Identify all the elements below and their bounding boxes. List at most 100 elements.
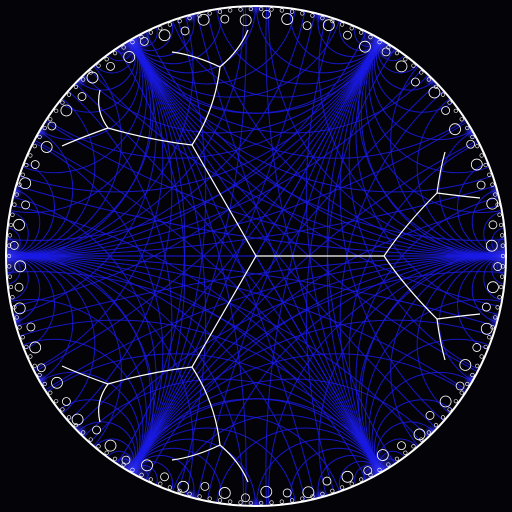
fan-line <box>34 39 382 373</box>
rim-microcell <box>320 491 325 497</box>
fan-line <box>6 255 74 381</box>
fan-line <box>6 39 152 262</box>
rim-microcell <box>130 39 135 45</box>
fan-line <box>206 255 506 502</box>
rim-cell <box>77 92 87 101</box>
fan-line <box>6 16 194 257</box>
rim-microcell <box>433 84 439 90</box>
rim-microcell <box>96 444 101 449</box>
fan-line <box>130 6 256 74</box>
rim-cell <box>14 260 27 273</box>
rim-microcell <box>28 153 33 158</box>
fan-line <box>268 6 506 257</box>
tiling-edge <box>383 192 438 257</box>
fan-line <box>67 39 173 422</box>
rim-microcell <box>394 456 400 461</box>
rim-cell <box>302 21 312 30</box>
rim-microcell <box>475 144 480 149</box>
rim-cell <box>36 363 46 373</box>
rim-cell <box>21 200 30 210</box>
rim-microcell <box>28 354 33 359</box>
rim-cell <box>104 439 117 452</box>
fan-line <box>130 6 247 473</box>
tiling-edge <box>436 318 446 361</box>
fan-line <box>130 39 247 506</box>
rim-cell <box>106 61 115 71</box>
rim-microcell <box>386 45 391 50</box>
rim-microcell <box>37 372 42 378</box>
fan-line <box>22 39 144 174</box>
rim-microcell <box>148 30 153 35</box>
rim-cell <box>486 197 499 210</box>
fan-line <box>19 39 382 193</box>
rim-microcell <box>487 172 492 177</box>
fan-line <box>6 65 122 257</box>
rim-microcell <box>238 500 243 505</box>
fan-line <box>6 255 468 391</box>
rim-microcell <box>359 477 364 482</box>
rim-microcell <box>310 494 315 499</box>
fan-line <box>45 353 382 473</box>
rim-microcell <box>48 390 53 395</box>
fan-line <box>10 299 147 473</box>
tiling-edges-group <box>6 6 506 506</box>
rim-microcell <box>339 22 345 27</box>
rim-microcell <box>497 295 502 300</box>
fan-line <box>130 204 501 473</box>
rim-microcell <box>228 8 233 13</box>
rim-cell <box>220 14 230 24</box>
rim-microcell <box>158 481 163 486</box>
fan-line <box>196 39 382 499</box>
rim-microcell <box>493 315 498 320</box>
rim-microcell <box>500 253 506 259</box>
rim-microcell <box>330 18 335 24</box>
fan-line <box>130 39 207 494</box>
rim-microcell <box>197 494 202 499</box>
fan-line <box>45 39 382 159</box>
rim-microcell <box>248 500 253 506</box>
fan-line <box>438 131 506 257</box>
ideal-point-glow <box>6 234 28 278</box>
rim-microcell <box>17 182 22 187</box>
rim-cell <box>9 241 19 250</box>
rim-microcell <box>66 415 72 420</box>
fan-line <box>89 255 506 444</box>
rim-cell <box>455 381 465 391</box>
rim-microcell <box>121 45 126 50</box>
fan-line <box>6 6 244 257</box>
rim-microcell <box>42 381 47 387</box>
rim-microcell <box>10 212 15 217</box>
rim-microcell <box>475 363 480 368</box>
rim-microcell <box>197 13 202 18</box>
rim-cell <box>51 376 63 389</box>
fan-line <box>6 10 306 257</box>
rim-microcell <box>411 444 416 449</box>
rim-microcell <box>497 212 502 217</box>
rim-microcell <box>14 315 19 320</box>
rim-microcell <box>177 488 182 494</box>
fan-line <box>371 371 473 473</box>
fan-line <box>171 20 382 98</box>
rim-cell <box>121 455 131 465</box>
tiling-edge <box>61 365 109 385</box>
rim-microcell <box>289 9 295 14</box>
rim-microcell <box>104 57 109 62</box>
rim-microcell <box>459 117 464 122</box>
fan-line <box>130 39 467 159</box>
rim-microcell <box>112 456 118 461</box>
fan-line <box>130 398 386 473</box>
rim-cell <box>395 60 408 73</box>
fan-line <box>130 39 506 241</box>
rim-microcell <box>8 222 14 228</box>
rim-microcell <box>60 407 65 412</box>
rim-microcell <box>487 335 492 340</box>
rim-microcell <box>12 202 17 207</box>
rim-microcell <box>419 70 424 75</box>
rim-microcell <box>433 422 439 428</box>
fan-line <box>6 255 423 444</box>
fan-line <box>130 20 341 98</box>
rim-cell <box>488 220 498 230</box>
fan-line <box>256 6 382 74</box>
rim-microcell <box>394 51 400 56</box>
